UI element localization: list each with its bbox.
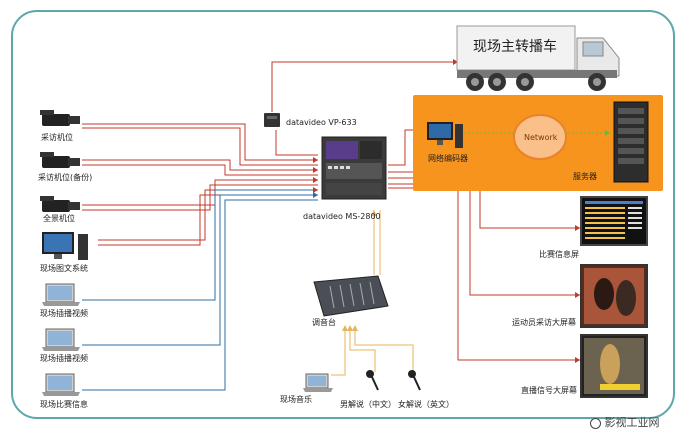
audio-input-label-3: 女解说（英文）: [398, 400, 454, 409]
laptop-icon-2: [40, 327, 82, 353]
line-pc-b: [98, 194, 318, 246]
desktop-computer-icon: [40, 230, 90, 262]
display-label-3: 直播信号大屏幕: [521, 386, 577, 395]
microphone-icon-1: [362, 368, 382, 392]
server-rack-icon: [612, 100, 650, 184]
line-mic-1: [349, 330, 376, 372]
server-label: 服务器: [573, 172, 597, 181]
line-vp633-switcher: [275, 130, 318, 156]
line-vp633-truck: [271, 61, 458, 112]
server-link: [568, 130, 610, 136]
line-music: [331, 330, 346, 376]
watermark-logo-icon: [590, 417, 601, 429]
line-camera-1: [82, 123, 318, 161]
source-label-3: 全景机位: [43, 214, 75, 223]
line-camera-2: [82, 159, 318, 171]
network-label: Network: [524, 133, 558, 142]
display-label-2: 运动员采访大屏幕: [512, 318, 576, 327]
network-cloud-icon: [512, 112, 568, 162]
vp633-label: datavideo VP-633: [286, 118, 357, 127]
watermark: 影视工业网: [590, 414, 660, 430]
vp633-converter-icon: [262, 110, 282, 130]
laptop-icon-3: [40, 372, 82, 398]
source-label-4: 现场图文系统: [40, 264, 88, 273]
live-signal-screen: [580, 334, 648, 398]
line-display-3: [388, 183, 580, 361]
camera-icon-2: [38, 150, 82, 172]
source-label-5: 现场插播视频: [40, 309, 88, 318]
line-camera-2b: [82, 164, 318, 176]
line-mic-2: [354, 330, 414, 372]
mixer-label: 调音台: [312, 318, 336, 327]
display-label-1: 比赛信息屏: [539, 250, 579, 259]
line-laptop-2: [82, 194, 318, 346]
music-laptop-icon: [302, 372, 334, 394]
interview-screen: [580, 264, 648, 328]
broadcast-truck: 现场主转播车: [455, 24, 625, 94]
line-camera-3b: [82, 184, 318, 211]
scoreboard-screen: [580, 196, 648, 246]
audio-input-label-2: 男解说（中文）: [340, 400, 396, 409]
truck-title: 现场主转播车: [473, 39, 557, 55]
microphone-icon-2: [404, 368, 424, 392]
camera-icon-1: [38, 108, 82, 130]
encoder-computer-icon: [425, 120, 465, 152]
watermark-text: 影视工业网: [604, 416, 660, 429]
switcher-icon: [318, 133, 390, 205]
line-laptop-1: [82, 189, 318, 301]
line-camera-1b: [82, 127, 318, 166]
source-label-7: 现场比赛信息: [40, 400, 88, 409]
source-label-6: 现场插播视频: [40, 354, 88, 363]
encoder-label: 网络编码器: [428, 154, 468, 163]
audio-input-label-1: 现场音乐: [280, 395, 312, 404]
line-laptop-3: [82, 199, 318, 391]
laptop-icon-1: [40, 282, 82, 308]
source-label-1: 采访机位: [41, 133, 73, 142]
audio-mixer-icon: [310, 272, 390, 320]
source-label-2: 采访机位(备份): [38, 173, 93, 182]
line-display-2: [388, 177, 580, 296]
diagram-frame: [11, 10, 675, 419]
line-pc: [98, 189, 318, 241]
camera-icon-3: [38, 194, 82, 216]
switcher-label: datavideo MS-2800: [303, 212, 381, 221]
